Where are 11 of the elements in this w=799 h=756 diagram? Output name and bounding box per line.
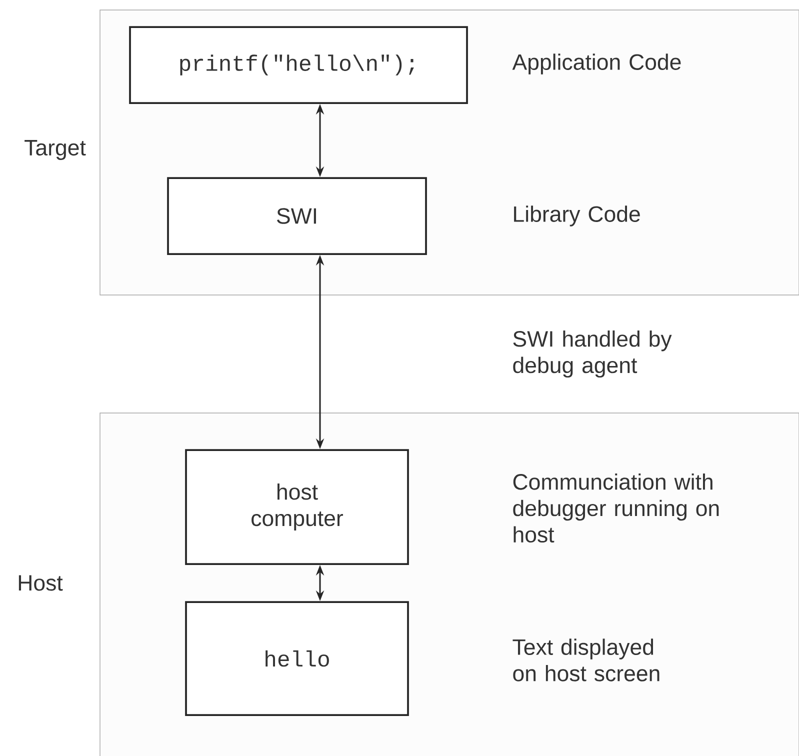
note-text: Library Code	[514, 206, 640, 226]
process-box: host computer	[185, 449, 409, 565]
process-box: hello	[185, 601, 409, 716]
note-text: SWI handled by debug agent	[513, 330, 672, 378]
note-text: Text displayed on host screen	[512, 638, 660, 682]
region-label: Host	[18, 575, 63, 591]
region-label: Target	[24, 140, 86, 160]
note-text: Application Code	[512, 54, 681, 74]
process-box: SWI	[167, 177, 427, 255]
process-box: printf("hello\n");	[129, 26, 468, 104]
note-text: Communciation with debugger running on host	[513, 473, 719, 543]
